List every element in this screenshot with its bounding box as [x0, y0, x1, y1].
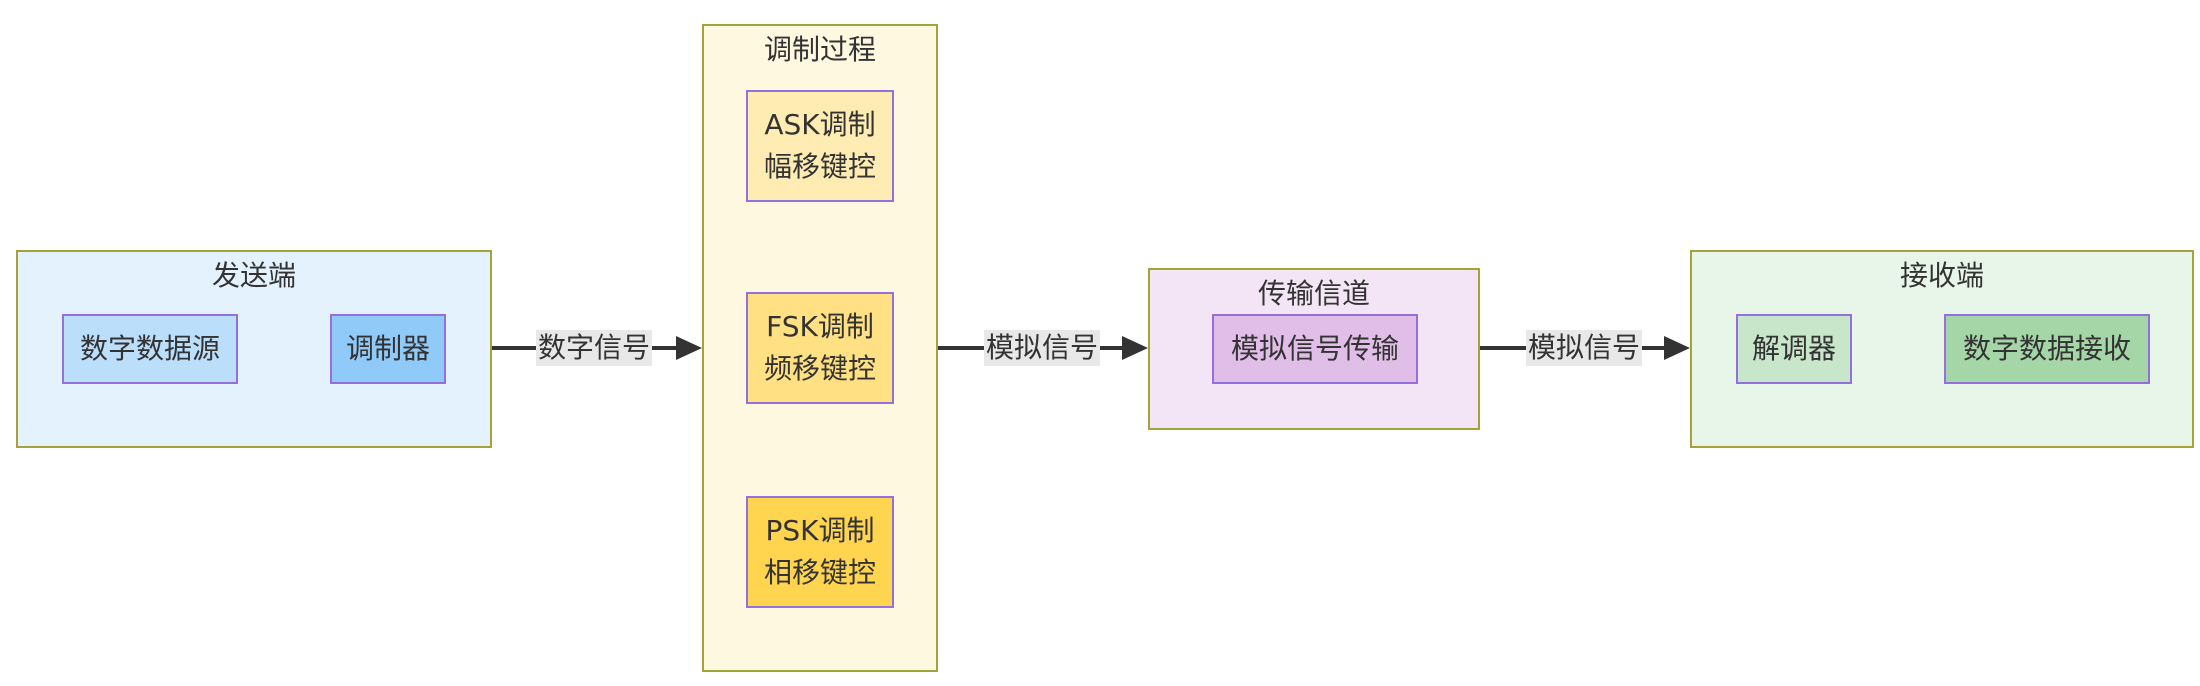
group-channel-title: 传输信道 — [1257, 277, 1370, 310]
node-analog-transmission-label: 模拟信号传输 — [1230, 332, 1399, 365]
node-fsk-line2: 频移键控 — [763, 352, 876, 385]
node-fsk-line1: FSK调制 — [766, 310, 874, 343]
node-digital-data-source: 数字数据源 — [62, 314, 238, 384]
node-ask-line1: ASK调制 — [764, 108, 876, 141]
edge-label-analog-signal-2: 模拟信号 — [1526, 330, 1643, 366]
node-digital-data-source-label: 数字数据源 — [79, 332, 220, 365]
edge-label-digital-signal: 数字信号 — [536, 330, 653, 366]
group-sender-title: 发送端 — [211, 259, 296, 292]
node-fsk-modulation: FSK调制 频移键控 — [746, 292, 894, 404]
node-ask-modulation: ASK调制 幅移键控 — [746, 90, 894, 202]
node-psk-line2: 相移键控 — [763, 556, 876, 589]
edge-label-analog-signal-1: 模拟信号 — [984, 330, 1101, 366]
node-digital-data-receive-label: 数字数据接收 — [1962, 332, 2131, 365]
node-analog-transmission: 模拟信号传输 — [1212, 314, 1418, 384]
node-psk-modulation: PSK调制 相移键控 — [746, 496, 894, 608]
arrowhead-icon — [1122, 336, 1148, 360]
group-receiver-title: 接收端 — [1899, 259, 1984, 292]
node-psk-line1: PSK调制 — [765, 514, 875, 547]
node-demodulator-label: 解调器 — [1751, 332, 1836, 365]
node-modulator-label: 调制器 — [345, 332, 430, 365]
node-ask-line2: 幅移键控 — [763, 150, 876, 183]
node-demodulator: 解调器 — [1736, 314, 1852, 384]
group-modulation-title: 调制过程 — [763, 33, 876, 66]
arrowhead-icon — [1664, 336, 1690, 360]
arrowhead-icon — [676, 336, 702, 360]
node-digital-data-receive: 数字数据接收 — [1944, 314, 2150, 384]
node-modulator: 调制器 — [330, 314, 446, 384]
